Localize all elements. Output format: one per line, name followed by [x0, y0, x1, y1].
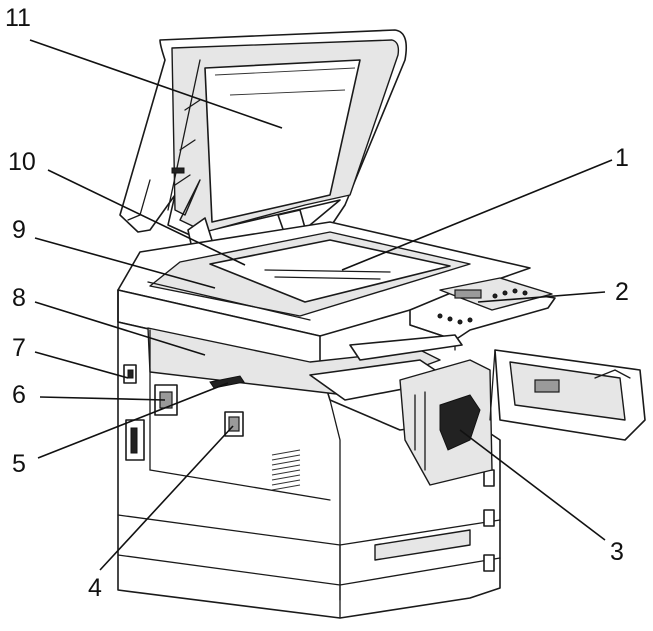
callout-7: 7	[12, 334, 26, 362]
callout-4: 4	[88, 574, 102, 602]
leader-lines	[29, 39, 613, 571]
leader-line-7	[34, 351, 129, 379]
callout-5: 5	[12, 450, 26, 478]
callout-1: 1	[615, 144, 629, 172]
leader-line-1	[341, 159, 613, 271]
main-body	[117, 289, 501, 619]
leader-line-4	[99, 425, 234, 571]
callout-10: 10	[8, 148, 36, 176]
document-feeder-lid	[119, 29, 408, 263]
leader-line-3	[459, 429, 606, 541]
platen-glass-area	[117, 221, 531, 369]
callout-2: 2	[615, 278, 629, 306]
callout-8: 8	[12, 284, 26, 312]
leader-line-9	[34, 237, 216, 289]
leader-line-10	[47, 169, 246, 266]
callout-9: 9	[12, 216, 26, 244]
leader-line-8	[34, 301, 206, 356]
callout-3: 3	[610, 538, 624, 566]
leader-line-5	[37, 382, 229, 459]
callout-11: 11	[5, 4, 31, 32]
leader-line-11	[29, 39, 283, 129]
open-front-door	[489, 349, 646, 441]
callout-6: 6	[12, 381, 26, 409]
leader-line-6	[39, 396, 166, 401]
leader-line-2	[477, 291, 606, 303]
vent-grille	[271, 449, 301, 491]
